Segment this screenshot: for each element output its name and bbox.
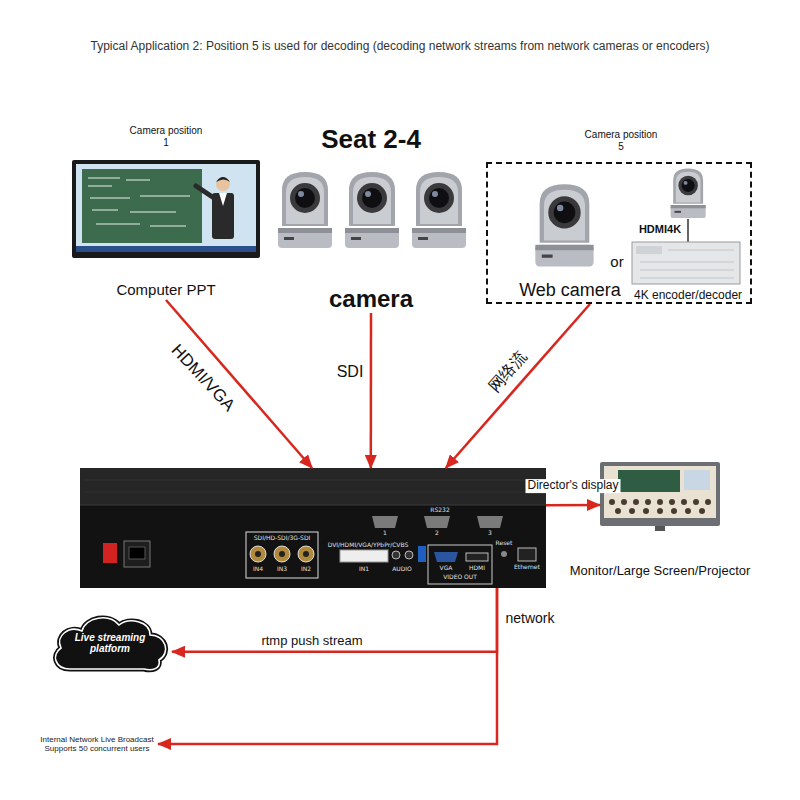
cloud-platform: Live streaming platform bbox=[48, 612, 172, 674]
edge-label: 网络流 bbox=[484, 346, 532, 397]
switcher-device: RS232 1 2 3SDI/HD-SDI/3G-SDI IN4 IN3 IN2 DVI/HD… bbox=[80, 468, 546, 588]
encoder-decoder: 4K encoder/decoder bbox=[634, 244, 742, 286]
node-text: SDI/HD-SDI/3G-SDI bbox=[254, 535, 311, 541]
node-text: VIDEO OUT bbox=[443, 574, 477, 580]
monitor-screen: Monitor/Large Screen/Projector bbox=[600, 462, 720, 526]
node-text: IN2 bbox=[301, 566, 311, 572]
node-text: IN4 bbox=[253, 566, 263, 572]
node-text: 3 bbox=[488, 530, 492, 536]
node-text: IN3 bbox=[277, 566, 287, 572]
node-text: 2 bbox=[435, 530, 439, 536]
node-text: Internal Network Live Broadcast Supports… bbox=[40, 735, 154, 753]
signal-arrow bbox=[172, 588, 497, 652]
signal-arrow bbox=[446, 304, 590, 468]
node-text: Camera position 1 bbox=[126, 125, 206, 148]
signal-arrow bbox=[546, 504, 600, 507]
node-text: Ethernet bbox=[514, 564, 540, 570]
web-camera: Web camera bbox=[522, 182, 618, 270]
edge-label: rtmp push stream bbox=[259, 634, 364, 649]
free-label: network bbox=[503, 610, 556, 626]
node-text: Monitor/Large Screen/Projector bbox=[570, 564, 751, 579]
signal-arrow bbox=[158, 588, 497, 744]
edge-label: HDMI/VGA bbox=[166, 339, 240, 417]
camera-group: Seat 2-4camera bbox=[266, 163, 476, 313]
free-label: HDMI4K bbox=[639, 223, 681, 236]
node-text: camera bbox=[329, 285, 413, 313]
node-text: 4K encoder/decoder bbox=[634, 289, 742, 303]
node-text: Camera position 5 bbox=[581, 129, 661, 152]
monitor bbox=[600, 462, 720, 531]
node-text: AUDIO bbox=[392, 566, 412, 572]
signal-arrow bbox=[166, 300, 312, 468]
node-text: IN1 bbox=[359, 566, 369, 572]
node-text: HDMI bbox=[469, 565, 485, 571]
node-text: Web camera bbox=[519, 280, 621, 301]
intranet-audience: Internal Network Live Broadcast Supports… bbox=[36, 724, 158, 764]
node-text: 1 bbox=[383, 530, 387, 536]
signal-arrow bbox=[370, 313, 373, 468]
encoder-box bbox=[632, 219, 740, 284]
node-text: RS232 bbox=[430, 507, 449, 513]
node-text: Live streaming platform bbox=[70, 632, 150, 655]
diagram-title: Typical Application 2: Position 5 is use… bbox=[20, 40, 780, 54]
source-ppt: Camera position 1Computer PPT bbox=[70, 160, 262, 300]
free-label: or bbox=[610, 253, 623, 270]
dashed-group: Camera position 5Web camera4K encoder/de… bbox=[486, 162, 752, 304]
node-text: Reset bbox=[496, 540, 513, 546]
node-text: DVI/HDMI/VGA/YPbPr/CVBS bbox=[328, 542, 409, 548]
ppt-screen bbox=[72, 160, 260, 258]
switcher-device bbox=[80, 468, 546, 588]
edge-label: SDI bbox=[335, 363, 366, 381]
node-text: VGA bbox=[440, 565, 453, 571]
node-text: Computer PPT bbox=[116, 281, 215, 298]
node-text: Seat 2-4 bbox=[321, 125, 421, 155]
ptz-cameras bbox=[278, 169, 706, 267]
edge-label: Director's display bbox=[526, 479, 621, 493]
